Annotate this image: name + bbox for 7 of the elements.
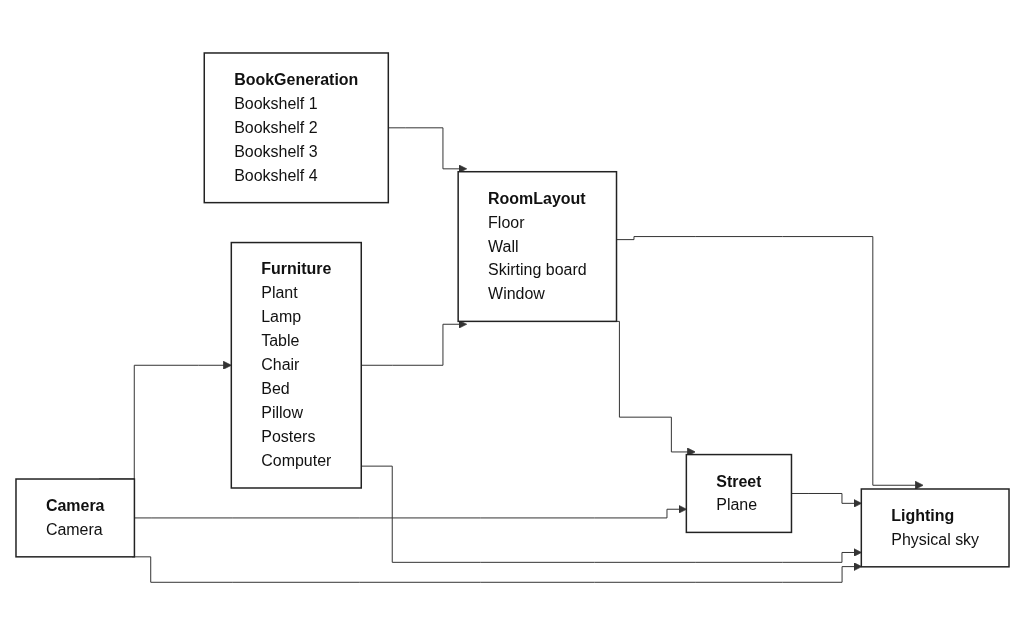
arrow xyxy=(791,493,862,509)
node-box: RoomLayout Floor Wall Skirting board Window xyxy=(457,171,618,323)
node-box: Furniture Plant Lamp Table Chair Bed Pillow Posters Computer xyxy=(230,242,362,490)
node-box: BookGeneration Bookshelf 1 Bookshelf 2 Bookshelf 3 Bookshelf 4 xyxy=(203,52,390,204)
node-box: Camera Camera xyxy=(15,478,136,558)
node-box: Lighting Physical sky xyxy=(860,488,1010,568)
node-box: Street Plane xyxy=(685,454,793,534)
